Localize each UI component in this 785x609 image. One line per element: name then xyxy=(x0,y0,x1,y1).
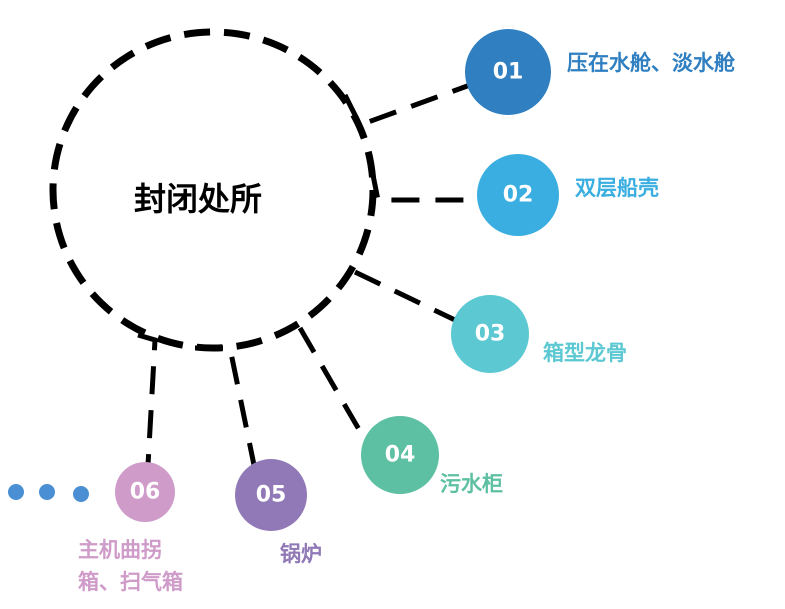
node-04: 04 xyxy=(361,416,439,494)
connector-02 xyxy=(369,169,480,203)
node-02: 02 xyxy=(477,154,559,236)
node-06: 06 xyxy=(115,462,175,522)
node-03-number: 03 xyxy=(475,322,506,347)
node-06-label-line1: 主机曲拐 xyxy=(78,538,162,562)
node-03: 03 xyxy=(451,295,529,373)
center-title: 封闭处所 xyxy=(134,180,263,218)
node-04-circle xyxy=(361,416,439,494)
connector-06 xyxy=(137,332,158,466)
node-03-circle xyxy=(451,295,529,373)
node-02-number: 02 xyxy=(503,183,534,208)
node-06-circle xyxy=(115,462,175,522)
node-03-label: 箱型龙骨 xyxy=(543,341,627,365)
node-04-label: 污水柜 xyxy=(440,472,503,496)
connector-05 xyxy=(195,345,258,471)
connector-04 xyxy=(297,326,371,447)
node-05-label: 锅炉 xyxy=(280,542,322,566)
connector-03 xyxy=(353,269,457,323)
node-05-circle xyxy=(235,459,307,531)
node-01: 01 xyxy=(465,29,551,115)
node-02-label: 双层船壳 xyxy=(575,176,659,200)
ellipsis-dot xyxy=(73,486,89,502)
node-05: 05 xyxy=(235,459,307,531)
node-02-circle xyxy=(477,154,559,236)
ellipsis-dot xyxy=(39,484,55,500)
connector-01 xyxy=(342,82,471,129)
node-06-label-line2: 箱、扫气箱 xyxy=(78,570,183,594)
node-01-number: 01 xyxy=(493,60,524,85)
node-01-label: 压在水舱、淡水舱 xyxy=(567,51,735,75)
node-04-number: 04 xyxy=(385,443,416,468)
node-01-circle xyxy=(465,29,551,115)
node-05-number: 05 xyxy=(256,483,287,508)
ellipsis-dot xyxy=(8,484,24,500)
node-06-number: 06 xyxy=(130,480,161,505)
